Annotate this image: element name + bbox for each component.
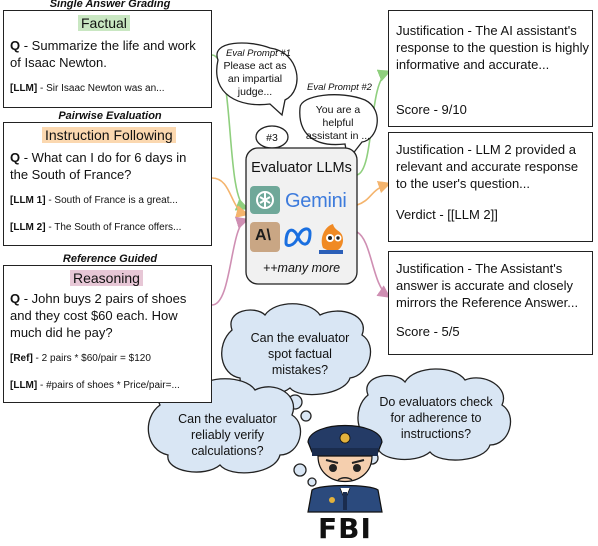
pairwise-llm1-response: [LLM 1] - South of France is a great... — [10, 195, 178, 206]
justification-3-text: Justification - The Assistant's answer i… — [396, 261, 579, 310]
thought-1-text: Can the evaluator spot factual mistakes? — [250, 331, 350, 377]
justification-3-score: Score - 5/5 — [396, 324, 460, 339]
arrow-evaluator-to-justification-2 — [356, 180, 392, 206]
pairwise-question: Q - What can I do for 6 days in the Sout… — [10, 150, 187, 182]
gemini-logo: Gemini — [285, 190, 347, 212]
anthropic-logo: A\ — [255, 227, 271, 244]
officer-illustration — [307, 425, 383, 513]
justification-1-panel: Justification - The AI assistant's respo… — [388, 10, 593, 127]
factual-tag: Factual — [78, 15, 130, 31]
meta-icon — [284, 227, 312, 247]
reference-panel: Reasoning Q - John buys 2 pairs of shoes… — [3, 265, 212, 403]
justification-3-panel: Justification - The Assistant's answer i… — [388, 251, 593, 355]
thought-2-text: Can the evaluator reliably verify calcul… — [178, 412, 277, 458]
single-answer-panel: Factual Q - Summarize the life and work … — [3, 10, 212, 108]
single-llm-response: [LLM] - Sir Isaac Newton was an... — [10, 83, 165, 94]
eval-prompt-1-text: Please act as an impartial judge... — [223, 60, 287, 98]
pairwise-panel: Instruction Following Q - What can I do … — [3, 122, 212, 246]
fbi-label: FBI — [318, 512, 372, 545]
reasoning-tag: Reasoning — [70, 270, 143, 286]
justification-1-text: Justification - The AI assistant's respo… — [396, 23, 589, 72]
arrow-instruction-to-evaluator — [211, 177, 250, 218]
reference-llm-response: [LLM] - #pairs of shoes * Price/pair=... — [10, 380, 180, 391]
prompt2-bubble — [299, 94, 378, 162]
instruction-following-tag: Instruction Following — [42, 127, 176, 143]
single-question: Q - Summarize the life and work of Isaac… — [10, 38, 196, 70]
eval-prompt-2-text: You are a helpful assistant in ... — [305, 104, 371, 142]
pairwise-title: Pairwise Evaluation — [58, 110, 162, 122]
arrow-reasoning-to-evaluator — [211, 216, 250, 306]
justification-2-text: Justification - LLM 2 provided a relevan… — [396, 142, 579, 191]
eval-prompt-3-label: #3 — [266, 132, 278, 144]
justification-1-score: Score - 9/10 — [396, 102, 467, 117]
pairwise-llm2-response: [LLM 2] - The South of France offers... — [10, 222, 182, 233]
many-more-label: ++many more — [262, 261, 341, 275]
single-answer-title: Single Answer Grading — [49, 0, 171, 10]
justification-2-panel: Justification - LLM 2 provided a relevan… — [388, 132, 593, 242]
mistral-icon — [319, 224, 343, 254]
eval-prompt-2-label: Eval Prompt #2 — [307, 82, 372, 93]
reference-title: Reference Guided — [62, 253, 158, 265]
evaluator-title: Evaluator LLMs — [251, 160, 352, 176]
justification-2-verdict: Verdict - [[LLM 2]] — [396, 207, 498, 222]
eval-prompt-1-label: Eval Prompt #1 — [226, 48, 291, 59]
anthropic-logo-bg — [250, 222, 280, 252]
reference-answer: [Ref] - 2 pairs * $60/pair = $120 — [10, 353, 151, 364]
openai-icon — [256, 191, 274, 209]
arrow-evaluator-to-justification-3 — [356, 231, 391, 298]
reference-question: Q - John buys 2 pairs of shoes and they … — [10, 291, 187, 340]
thought-3-text: Do evaluators check for adherence to ins… — [379, 395, 493, 441]
prompt1-bubble — [216, 42, 298, 117]
